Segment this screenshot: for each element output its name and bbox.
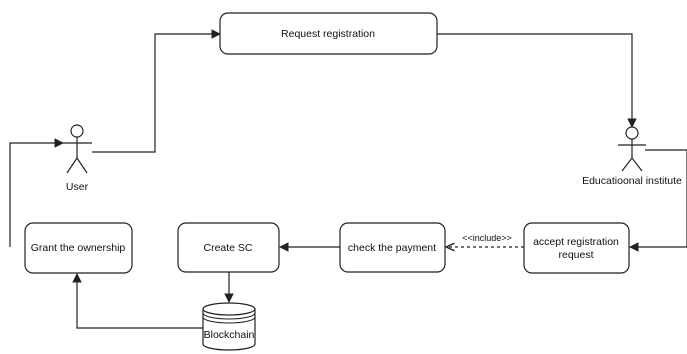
edge-request-to-institute — [437, 33, 637, 128]
request-registration-label: Request registration — [281, 28, 375, 40]
usecase-create-sc: Create SC — [177, 222, 280, 273]
institute-actor-head — [625, 126, 639, 140]
include-label: <<include>> — [462, 233, 512, 243]
grant-ownership-label: Grant the ownership — [31, 242, 126, 254]
usecase-grant-ownership: Grant the ownership — [24, 222, 133, 274]
edge-grant-to-user — [9, 138, 64, 247]
usecase-request-registration: Request registration — [219, 12, 438, 55]
usecase-check-payment: check the payment — [339, 222, 446, 273]
actor-educational-institute — [618, 126, 646, 172]
user-actor-head — [70, 124, 84, 138]
accept-registration-label-line1: accept registration — [533, 236, 619, 248]
blockchain-label: Blockchain — [204, 329, 255, 341]
blockchain-database: Blockchain — [202, 302, 256, 351]
edge-user-to-request — [92, 29, 221, 153]
edge-blockchain-to-grant — [72, 273, 203, 329]
edge-institute-to-accept — [629, 149, 687, 252]
create-sc-label: Create SC — [203, 242, 252, 254]
institute-label: Educatioonal institute — [582, 175, 682, 187]
user-label: User — [66, 181, 89, 193]
check-payment-label: check the payment — [348, 242, 436, 254]
accept-registration-label-line2: request — [558, 249, 593, 261]
edges — [9, 29, 687, 329]
actor-user — [63, 124, 92, 174]
usecase-accept-registration: accept registration request — [523, 222, 630, 274]
